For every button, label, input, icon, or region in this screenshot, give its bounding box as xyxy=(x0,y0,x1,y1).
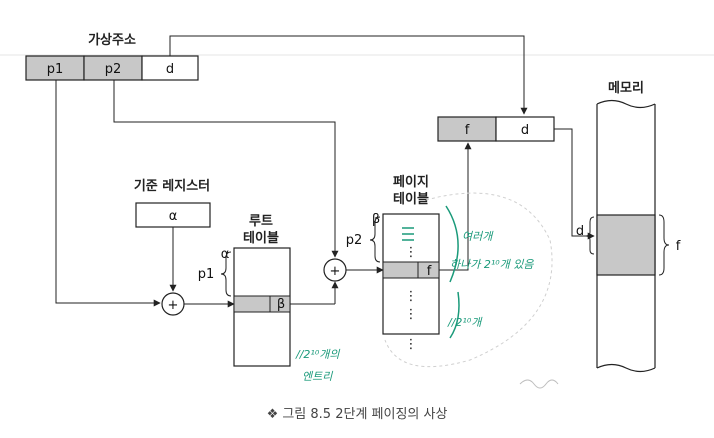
arrow-d-to-frame-address xyxy=(169,35,528,115)
frame-address: f d xyxy=(437,116,555,142)
page-table-p2-label: p2 xyxy=(346,233,363,248)
handwriting-annotations: 여러개 하나가 2¹⁰개 있음 //2¹⁰개 //2¹⁰개의 엔트리 xyxy=(295,192,559,389)
root-table: β xyxy=(233,247,291,367)
va-p2-field: p2 xyxy=(105,62,122,77)
base-register-box xyxy=(135,202,211,228)
svg-text:+: + xyxy=(330,264,341,279)
page-table-entry-f: f xyxy=(427,264,432,279)
page-table-brace xyxy=(369,216,381,263)
note-root-entries-2: 엔트리 xyxy=(302,370,333,383)
root-table-title-2: 테이블 xyxy=(243,230,279,246)
base-register-value: α xyxy=(169,209,178,224)
memory-d-label: d xyxy=(576,224,584,239)
arrow-page-entry-to-frame-address xyxy=(439,142,472,271)
svg-text:⋮: ⋮ xyxy=(405,337,418,352)
svg-text:⋮: ⋮ xyxy=(405,307,418,322)
page-table-title-2: 테이블 xyxy=(393,191,429,207)
svg-text:+: + xyxy=(168,298,179,313)
svg-text:⋮: ⋮ xyxy=(405,289,418,304)
memory-f-brace xyxy=(658,214,670,276)
virtual-address-title: 가상주소 xyxy=(88,33,136,48)
adder-2: + xyxy=(323,258,347,282)
memory-title: 메모리 xyxy=(608,80,644,96)
page-table-title-1: 페이지 xyxy=(393,174,429,190)
root-table-title-1: 루트 xyxy=(249,214,273,229)
memory-d-brace xyxy=(585,216,595,255)
arrow-p2-to-adder2 xyxy=(113,80,339,258)
va-p1-field: p1 xyxy=(47,62,64,77)
arrow-frame-address-to-memory xyxy=(554,128,595,240)
adder-1: + xyxy=(161,292,185,316)
note-root-entries-1: //2¹⁰개의 xyxy=(295,348,340,361)
frame-address-f: f xyxy=(465,123,470,138)
memory-block xyxy=(596,99,656,373)
frame-address-d: d xyxy=(521,123,529,138)
base-register-title: 기준 레지스터 xyxy=(134,178,210,194)
figure-caption: ❖ 그림 8.5 2단계 페이징의 사상 xyxy=(267,407,448,422)
note-entries: //2¹⁰개 xyxy=(447,316,483,329)
va-d-field: d xyxy=(166,62,174,77)
root-table-entry-beta: β xyxy=(277,297,285,312)
note-many-tables-2: 하나가 2¹⁰개 있음 xyxy=(450,258,534,271)
memory-f-label: f xyxy=(676,239,681,254)
svg-text:⋮: ⋮ xyxy=(405,245,418,260)
root-table-brace xyxy=(220,251,232,297)
note-many-tables-1: 여러개 xyxy=(462,230,494,243)
virtual-address-register: p1 p2 d xyxy=(25,55,199,81)
root-table-alpha-label: α xyxy=(221,247,230,262)
arrow-p1-to-adder1 xyxy=(55,80,161,307)
root-table-p1-label: p1 xyxy=(198,267,215,282)
